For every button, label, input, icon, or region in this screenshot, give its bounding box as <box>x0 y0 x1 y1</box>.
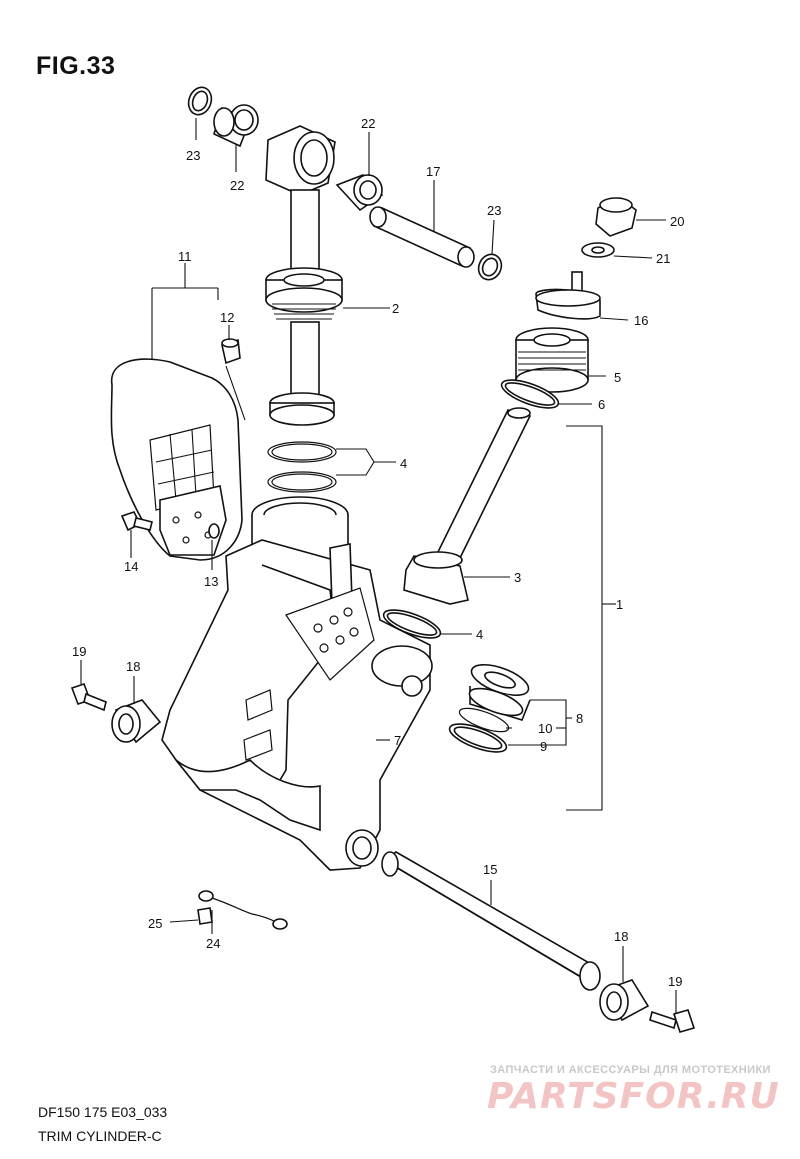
callout-2: 2 <box>392 301 399 316</box>
bushing-part-18-right <box>599 979 650 1022</box>
ground-lead-part-24 <box>198 890 288 930</box>
o-ring-part-6 <box>500 379 560 409</box>
piston-rod-upper <box>265 125 336 276</box>
callout-5: 5 <box>614 370 621 385</box>
piston-seals-part-4-upper <box>267 392 337 493</box>
callout-4-upper: 4 <box>400 456 407 471</box>
callout-22-left: 22 <box>230 178 244 193</box>
callout-6: 6 <box>598 397 605 412</box>
callout-4-lower: 4 <box>476 627 483 642</box>
callout-23-right: 23 <box>487 203 501 218</box>
o-ring-part-10 <box>458 707 510 733</box>
bushing-part-22-right <box>335 174 384 212</box>
callout-8: 8 <box>576 711 583 726</box>
callout-7: 7 <box>394 733 401 748</box>
washer-part-21 <box>581 242 615 258</box>
callout-23-left: 23 <box>186 148 200 163</box>
bushing-part-22-left <box>213 104 259 148</box>
pin-part-17 <box>369 206 475 268</box>
washer-part-13 <box>208 523 220 539</box>
bolt-part-14 <box>120 511 153 532</box>
callout-10: 10 <box>538 721 552 736</box>
callout-14: 14 <box>124 559 138 574</box>
callout-17: 17 <box>426 164 440 179</box>
callout-19-right: 19 <box>668 974 682 989</box>
cylinder-body-part-7 <box>161 496 433 871</box>
bolt-part-19-right <box>649 1009 696 1033</box>
piston-part-8 <box>468 663 531 721</box>
o-ring-part-9 <box>448 723 508 753</box>
tube-part-15 <box>381 851 601 991</box>
callout-24: 24 <box>206 936 220 951</box>
callout-21: 21 <box>656 251 670 266</box>
callout-18-right: 18 <box>614 929 628 944</box>
callout-1: 1 <box>616 597 623 612</box>
callout-19-left: 19 <box>72 644 86 659</box>
screw-part-25 <box>197 907 213 925</box>
callout-11: 11 <box>178 249 192 264</box>
figure-code: DF150 175 E03_033 <box>38 1104 168 1120</box>
callout-20: 20 <box>670 214 684 229</box>
callout-25: 25 <box>148 916 162 931</box>
grommet-part-12 <box>221 338 241 365</box>
callout-18-left: 18 <box>126 659 140 674</box>
cover-part-11 <box>110 358 243 561</box>
bushing-part-18-left <box>111 699 162 744</box>
valve-cap-part-16 <box>535 271 601 320</box>
gland-nut-part-2 <box>265 267 343 320</box>
callout-13: 13 <box>204 574 218 589</box>
callout-3: 3 <box>514 570 521 585</box>
piston-rod-part-3 <box>403 407 532 605</box>
bolt-part-19-left <box>70 682 107 712</box>
callout-12: 12 <box>220 310 234 325</box>
snap-ring-part-23-right <box>477 253 503 281</box>
snap-ring-part-23-top <box>187 86 213 116</box>
watermark-tagline: ЗАПЧАСТИ И АКСЕССУАРЫ ДЛЯ МОТОТЕХНИКИ <box>490 1064 771 1076</box>
callout-22-right: 22 <box>361 116 375 131</box>
figure-name: TRIM CYLINDER-C <box>38 1128 162 1144</box>
callout-15: 15 <box>483 862 497 877</box>
nut-part-20 <box>595 197 637 237</box>
o-ring-part-4-lower <box>382 609 442 639</box>
watermark-logo: PARTSFOR.RU <box>487 1076 780 1117</box>
callout-9: 9 <box>540 739 547 754</box>
callout-16: 16 <box>634 313 648 328</box>
figure-title: FIG.33 <box>36 52 116 80</box>
